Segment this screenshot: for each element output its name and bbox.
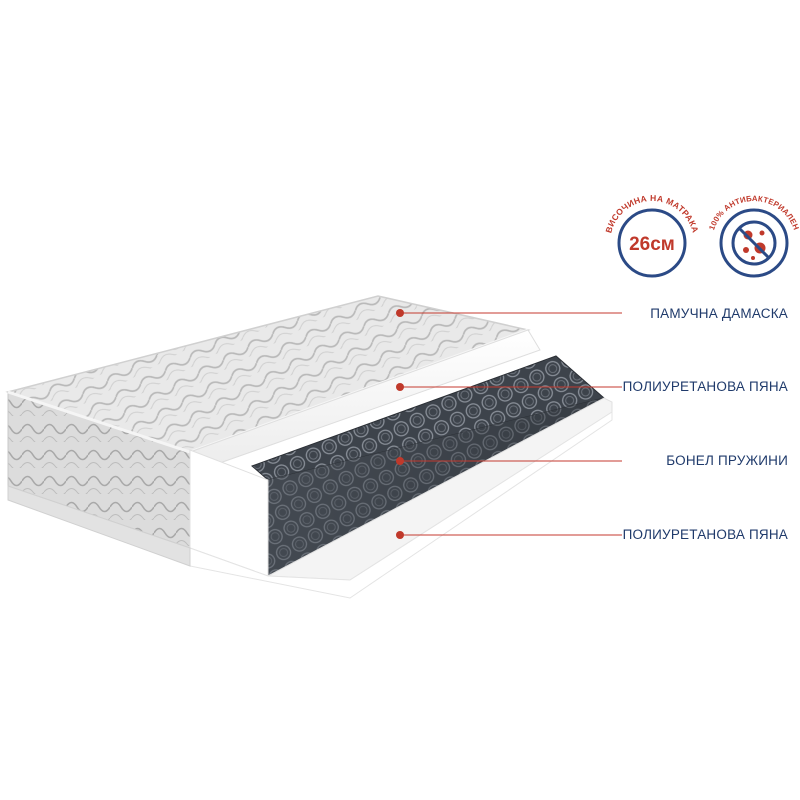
layer-label-polyurethane-foam-top: ПОЛИУРЕТАНОВА ПЯНА (622, 379, 788, 394)
layer-label-cotton-damask: ПАМУЧНА ДАМАСКА (650, 306, 788, 321)
height-badge: ВИСОЧИНА НА МАТРАКА 26см (603, 193, 700, 278)
layer-label-polyurethane-foam-bottom: ПОЛИУРЕТАНОВА ПЯНА (622, 527, 788, 542)
height-value: 26см (629, 234, 675, 255)
leader-lines (396, 309, 622, 539)
no-bacteria-icon (731, 220, 777, 266)
antibacterial-badge: 100% АНТИБАКТЕРИАЛЕН (707, 194, 800, 278)
layer-label-bonnell-springs: БОНЕЛ ПРУЖИНИ (666, 453, 788, 468)
lower-foam-front (189, 411, 613, 599)
